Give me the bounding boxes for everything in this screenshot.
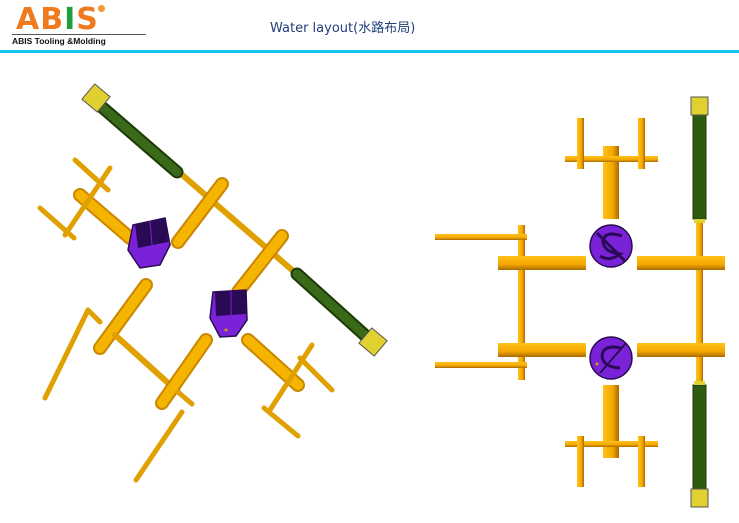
isometric-view bbox=[37, 83, 388, 483]
logo-tagline: ABIS Tooling &Molding bbox=[12, 36, 106, 46]
baffle-insert-top-1 bbox=[589, 224, 633, 268]
logo-mark: ABIS bbox=[16, 2, 99, 37]
company-logo: ABIS ABIS Tooling &Molding bbox=[12, 3, 152, 47]
page-title: Water layout(水路布局) bbox=[270, 21, 416, 36]
baffle-insert-top-2 bbox=[589, 336, 633, 380]
logo-rule bbox=[12, 34, 146, 35]
baffle-insert-2 bbox=[209, 289, 248, 338]
header-divider bbox=[0, 50, 739, 53]
baffle-insert-1 bbox=[127, 217, 171, 269]
logo-dot-icon bbox=[98, 5, 105, 12]
top-view bbox=[435, 96, 725, 508]
